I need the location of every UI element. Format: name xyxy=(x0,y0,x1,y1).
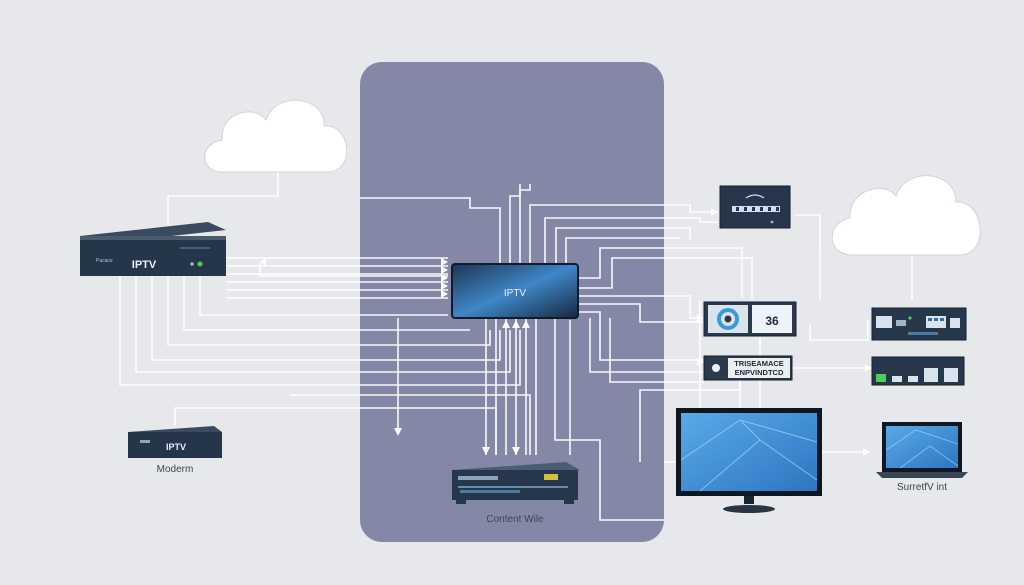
switch-device-top xyxy=(719,185,791,229)
status-line1: TRISEAMACE xyxy=(734,359,784,368)
tv-icon xyxy=(676,408,822,513)
main-box-sublabel: Pacace xyxy=(96,258,113,264)
switch-icon xyxy=(871,356,965,386)
cloud-icon xyxy=(204,99,348,173)
display-value: 36 xyxy=(765,314,779,328)
modem-device: IPTV Moderm xyxy=(128,426,222,475)
status-line2: ENPVINDTCD xyxy=(735,368,784,377)
main-box-label: IPTV xyxy=(132,259,157,271)
laptop-caption: SurretfV int xyxy=(897,482,947,493)
modem-caption: Moderm xyxy=(157,464,194,475)
connector-lines xyxy=(119,170,913,521)
router-icon xyxy=(871,307,967,341)
cloud-icon xyxy=(831,175,981,256)
modem-device-label: IPTV xyxy=(166,442,186,452)
status-panel: TRISEAMACE ENPVINDTCD xyxy=(703,355,793,381)
display-panel: 36 xyxy=(703,301,797,337)
hub-label: IPTV xyxy=(504,288,527,299)
laptop-icon: SurretfV int xyxy=(876,422,968,493)
iptv-main-box: IPTV Pacace xyxy=(80,222,226,276)
gauge-icon xyxy=(717,308,739,330)
iptv-hub: IPTV xyxy=(451,263,579,319)
arrowheads xyxy=(260,208,872,456)
content-switch-device: Content Wile xyxy=(452,462,580,525)
content-caption: Content Wile xyxy=(486,514,544,525)
